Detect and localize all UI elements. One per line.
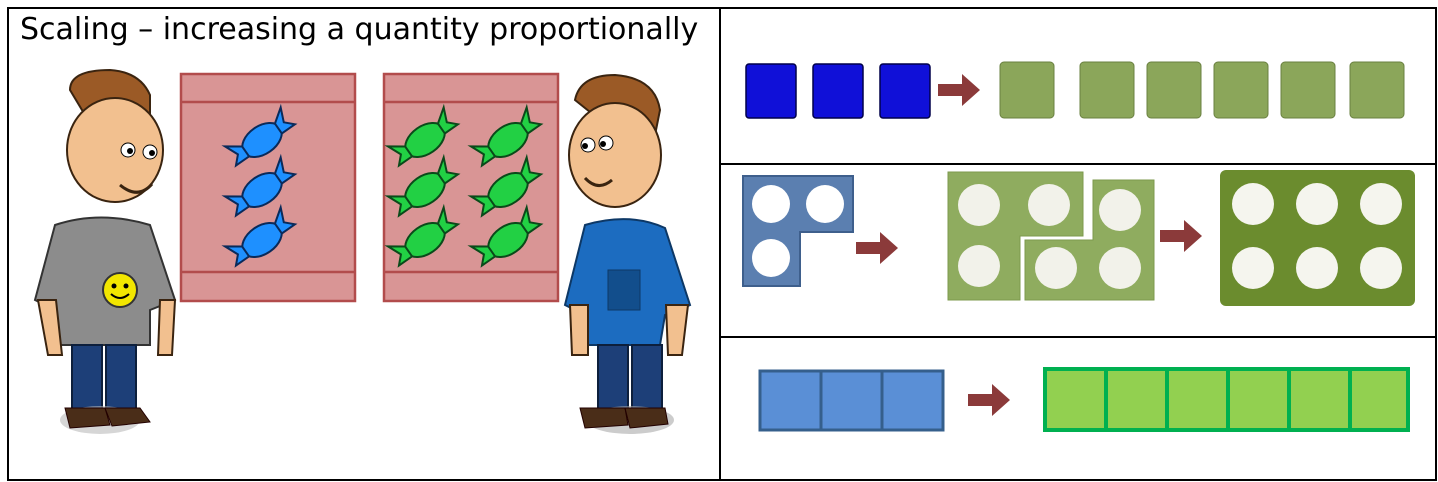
cube-panel [745, 61, 1405, 119]
left-person [33, 68, 177, 434]
numicon-three [742, 175, 854, 287]
green-bar [1043, 367, 1410, 432]
grid-lines [7, 7, 1437, 481]
arrow-3 [1160, 220, 1202, 252]
arrow-4 [968, 384, 1010, 416]
arrow-2 [856, 232, 898, 264]
arrow-1 [938, 74, 980, 106]
blue-cubes [745, 63, 931, 119]
numicon-green-pieces [947, 171, 1155, 301]
numicon-six [1220, 170, 1415, 306]
right-person [563, 73, 692, 434]
diagram-title: Scaling – increasing a quantity proporti… [20, 12, 699, 47]
bar-panel [758, 367, 1410, 432]
numicon-panel [742, 170, 1415, 306]
green-cubes [999, 61, 1405, 119]
blue-bar [758, 369, 945, 432]
